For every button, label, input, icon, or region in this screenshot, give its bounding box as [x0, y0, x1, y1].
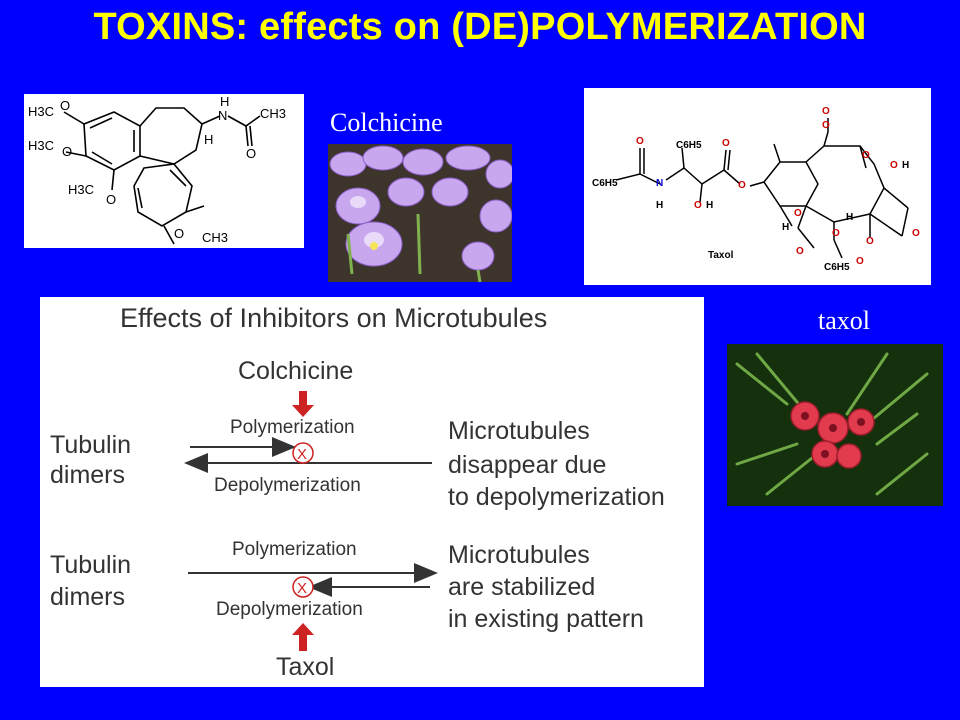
- svg-text:H: H: [902, 160, 909, 171]
- colchicine-atom-labels: H3C O H3C O O H3C N H CH3 H O O CH3: [28, 94, 286, 245]
- svg-text:N: N: [218, 108, 227, 123]
- svg-text:C6H5: C6H5: [592, 178, 618, 189]
- svg-text:O: O: [722, 138, 730, 149]
- svg-text:H3C: H3C: [28, 138, 54, 153]
- colchicine-red-arrow: [292, 391, 314, 417]
- svg-text:O: O: [862, 150, 870, 161]
- svg-text:O: O: [890, 160, 898, 171]
- svg-text:H: H: [220, 94, 229, 109]
- inhibitor-effects-diagram: Effects of Inhibitors on Microtubules Co…: [40, 297, 704, 687]
- svg-text:X: X: [297, 580, 307, 597]
- svg-text:O: O: [246, 146, 256, 161]
- colchicine-structure-image: H3C O H3C O O H3C N H CH3 H O O CH3: [24, 94, 304, 248]
- svg-text:O: O: [822, 120, 830, 131]
- result-top-1: Microtubules: [448, 417, 590, 445]
- taxol-atom-labels: O C6H5 O C6H5 N H O H O O O O H O O H O …: [592, 106, 920, 273]
- result-bottom-3: in existing pattern: [448, 605, 644, 633]
- slide-title: TOXINS: effects on (DE)POLYMERIZATION: [93, 6, 867, 48]
- diagram-heading: Effects of Inhibitors on Microtubules: [120, 303, 548, 333]
- svg-text:H: H: [782, 222, 789, 233]
- svg-text:H: H: [706, 200, 713, 211]
- svg-text:O: O: [866, 236, 874, 247]
- svg-text:H: H: [656, 200, 663, 211]
- polymerization-label-bottom: Polymerization: [232, 539, 357, 560]
- polymerization-label-top: Polymerization: [230, 417, 355, 438]
- svg-text:C6H5: C6H5: [824, 262, 850, 273]
- svg-text:O: O: [796, 246, 804, 257]
- tubulin-dimers-bottom-2: dimers: [50, 583, 126, 611]
- svg-text:O: O: [694, 200, 702, 211]
- tubulin-dimers-top-2: dimers: [50, 461, 126, 489]
- svg-text:O: O: [822, 106, 830, 117]
- svg-text:O: O: [912, 228, 920, 239]
- taxol-label: Taxol: [276, 653, 335, 681]
- taxol-red-arrow: [292, 623, 314, 651]
- svg-text:C6H5: C6H5: [676, 140, 702, 151]
- block-symbol-top: X: [292, 442, 314, 464]
- taxol-yew-photo: [727, 344, 943, 506]
- svg-text:H3C: H3C: [28, 104, 54, 119]
- svg-text:N: N: [656, 178, 663, 189]
- svg-text:O: O: [62, 144, 72, 159]
- depolymerization-label-bottom: Depolymerization: [216, 599, 363, 620]
- colchicine-label: Colchicine: [238, 357, 354, 385]
- result-bottom-1: Microtubules: [448, 541, 590, 569]
- result-top-2: disappear due: [448, 451, 607, 479]
- svg-text:H: H: [204, 132, 213, 147]
- svg-text:Taxol: Taxol: [708, 250, 734, 261]
- svg-text:O: O: [832, 228, 840, 239]
- svg-text:H: H: [846, 212, 853, 223]
- svg-text:H3C: H3C: [68, 182, 94, 197]
- depolymerization-label-top: Depolymerization: [214, 475, 361, 496]
- block-symbol-bottom: X: [292, 576, 314, 598]
- svg-text:O: O: [856, 256, 864, 267]
- result-bottom-2: are stabilized: [448, 573, 596, 601]
- svg-text:O: O: [738, 180, 746, 191]
- svg-text:CH3: CH3: [202, 230, 228, 245]
- svg-text:CH3: CH3: [260, 106, 286, 121]
- taxol-structure-image: O C6H5 O C6H5 N H O H O O O O H O O H O …: [584, 88, 931, 285]
- svg-text:O: O: [794, 208, 802, 219]
- svg-text:O: O: [106, 192, 116, 207]
- caption-colchicine: Colchicine: [330, 108, 443, 137]
- result-top-3: to depolymerization: [448, 483, 665, 511]
- tubulin-dimers-bottom-1: Tubulin: [50, 551, 132, 579]
- tubulin-dimers-top-1: Tubulin: [50, 431, 132, 459]
- svg-text:X: X: [297, 446, 307, 463]
- svg-text:O: O: [636, 136, 644, 147]
- colchicine-flower-photo: [328, 144, 512, 282]
- svg-text:O: O: [60, 98, 70, 113]
- caption-taxol: taxol: [818, 306, 870, 335]
- svg-text:O: O: [174, 226, 184, 241]
